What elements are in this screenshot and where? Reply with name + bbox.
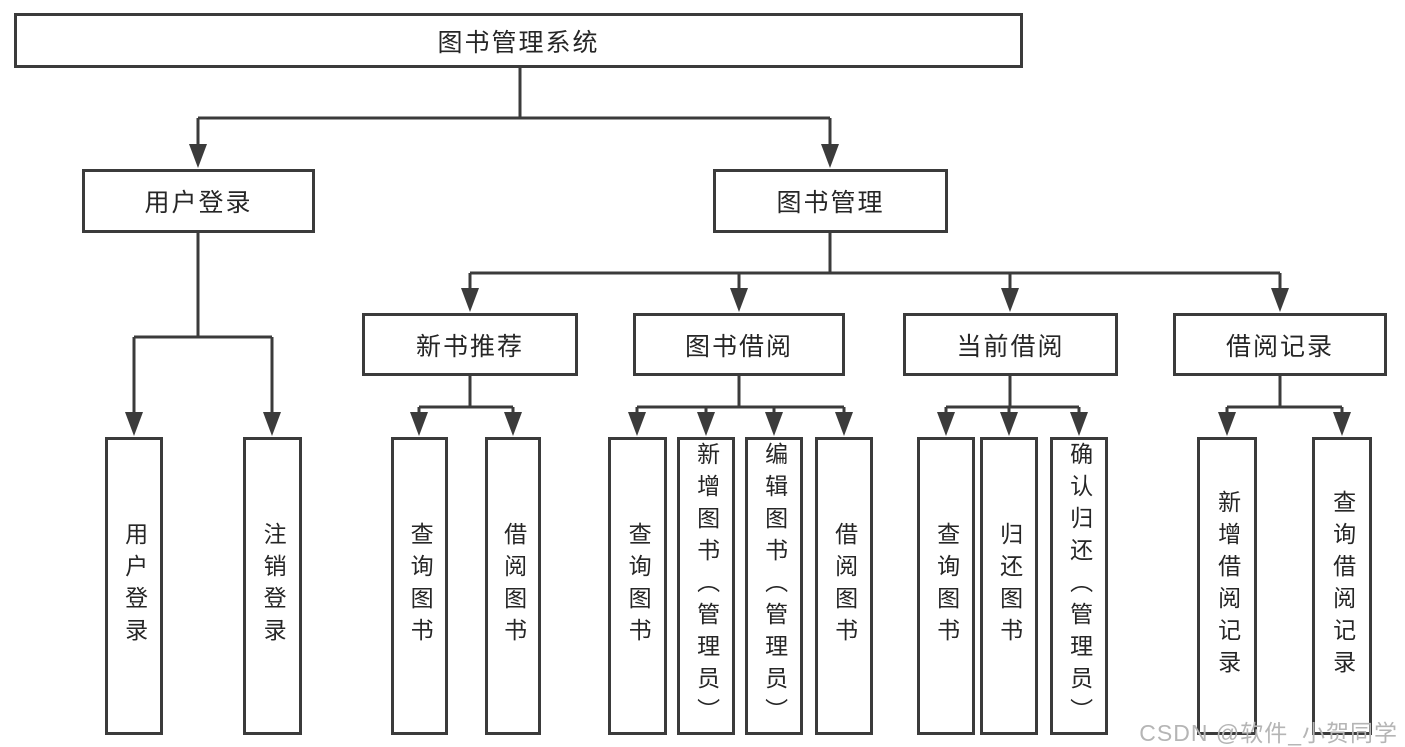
vertical-label: 确认归还（管理员） — [1066, 442, 1093, 730]
vertical-label: 编辑图书（管理员） — [761, 442, 788, 730]
vertical-label: 新增图书（管理员） — [693, 442, 720, 730]
node-root: 图书管理系统 — [14, 13, 1023, 68]
leaf-newbooks-borrow: 借阅图书 — [485, 437, 541, 735]
vertical-label: 借阅图书 — [831, 522, 858, 650]
leaf-bookborrow-edit-admin: 编辑图书（管理员） — [745, 437, 803, 735]
leaf-records-add: 新增借阅记录 — [1197, 437, 1257, 735]
leaf-currentborrow-query: 查询图书 — [917, 437, 975, 735]
vertical-label: 用户登录 — [121, 522, 148, 650]
vertical-label: 查询图书 — [933, 522, 960, 650]
leaf-newbooks-query: 查询图书 — [391, 437, 448, 735]
vertical-label: 查询图书 — [625, 522, 652, 650]
node-current-borrow: 当前借阅 — [903, 313, 1118, 376]
vertical-label: 注销登录 — [260, 522, 287, 650]
node-borrow-records: 借阅记录 — [1173, 313, 1387, 376]
vertical-label: 借阅图书 — [500, 522, 527, 650]
vertical-label: 归还图书 — [996, 522, 1023, 650]
leaf-user-login: 用户登录 — [105, 437, 163, 735]
node-book-borrow: 图书借阅 — [633, 313, 845, 376]
node-user-login: 用户登录 — [82, 169, 315, 233]
leaf-records-query: 查询借阅记录 — [1312, 437, 1372, 735]
vertical-label: 查询图书 — [407, 522, 434, 650]
vertical-label: 查询借阅记录 — [1329, 490, 1356, 682]
node-book-management: 图书管理 — [713, 169, 948, 233]
leaf-currentborrow-confirm-admin: 确认归还（管理员） — [1050, 437, 1108, 735]
arrowheads — [125, 144, 1351, 436]
vertical-label: 新增借阅记录 — [1214, 490, 1241, 682]
leaf-bookborrow-borrow: 借阅图书 — [815, 437, 873, 735]
watermark: CSDN @软件_小贺同学 — [1139, 720, 1398, 746]
leaf-bookborrow-add-admin: 新增图书（管理员） — [677, 437, 735, 735]
leaf-bookborrow-query: 查询图书 — [608, 437, 667, 735]
leaf-logout: 注销登录 — [243, 437, 302, 735]
leaf-currentborrow-return: 归还图书 — [980, 437, 1038, 735]
node-new-book-recommend: 新书推荐 — [362, 313, 578, 376]
